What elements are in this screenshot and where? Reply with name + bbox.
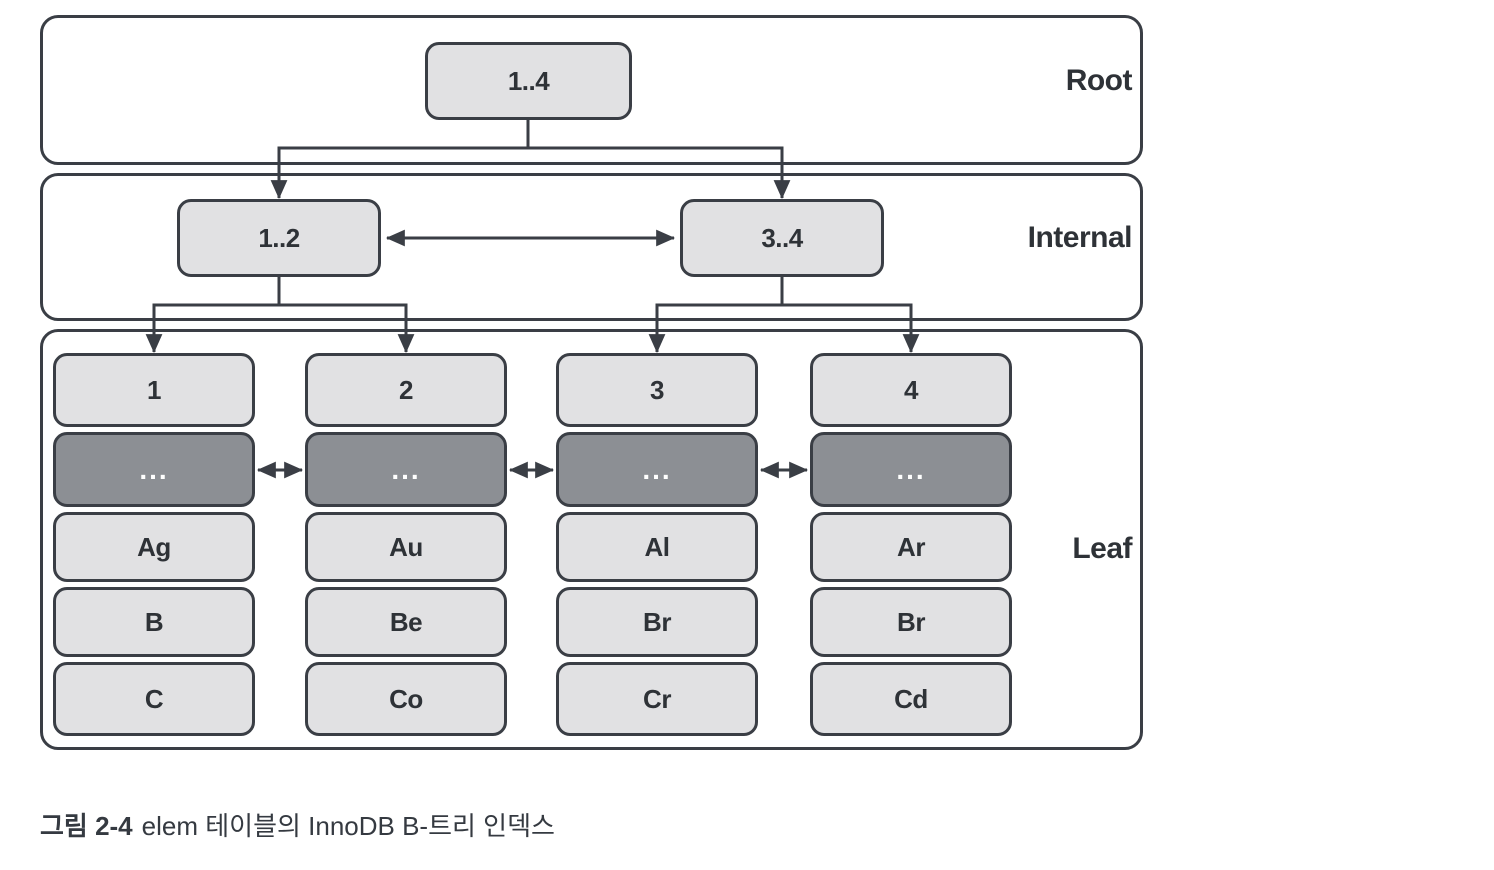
leaf-cell-c2-r5: Co — [305, 662, 507, 736]
figure-caption-label: 그림 2-4 — [40, 811, 133, 841]
leaf-cell-c2-more: ... — [305, 432, 507, 507]
leaf-cell-c3-r3: Al — [556, 512, 758, 582]
leaf-cell-c4-r4: Br — [810, 587, 1012, 657]
internal-node-0: 1..2 — [177, 199, 381, 277]
leaf-cell-c4-more: ... — [810, 432, 1012, 507]
leaf-cell-c1-r3: Ag — [53, 512, 255, 582]
leaf-cell-c3-header: 3 — [556, 353, 758, 427]
figure-caption-text: elem 테이블의 InnoDB B-트리 인덱스 — [141, 811, 555, 841]
internal-node-1: 3..4 — [680, 199, 884, 277]
leaf-cell-c1-header: 1 — [53, 353, 255, 427]
internal-band-label: Internal — [1027, 221, 1133, 254]
leaf-cell-c4-header: 4 — [810, 353, 1012, 427]
leaf-cell-c3-r5: Cr — [556, 662, 758, 736]
root-band-label: Root — [1065, 64, 1133, 97]
leaf-cell-c4-r3: Ar — [810, 512, 1012, 582]
leaf-cell-c2-r3: Au — [305, 512, 507, 582]
leaf-cell-c3-more: ... — [556, 432, 758, 507]
leaf-cell-c2-header: 2 — [305, 353, 507, 427]
leaf-cell-c3-r4: Br — [556, 587, 758, 657]
leaf-band-label: Leaf — [1072, 532, 1132, 565]
leaf-cell-c1-r4: B — [53, 587, 255, 657]
figure-caption: 그림 2-4 elem 테이블의 InnoDB B-트리 인덱스 — [40, 806, 555, 843]
leaf-cell-c4-r5: Cd — [810, 662, 1012, 736]
leaf-cell-c1-r5: C — [53, 662, 255, 736]
leaf-cell-c2-r4: Be — [305, 587, 507, 657]
leaf-cell-c1-more: ... — [53, 432, 255, 507]
root-node: 1..4 — [425, 42, 632, 120]
